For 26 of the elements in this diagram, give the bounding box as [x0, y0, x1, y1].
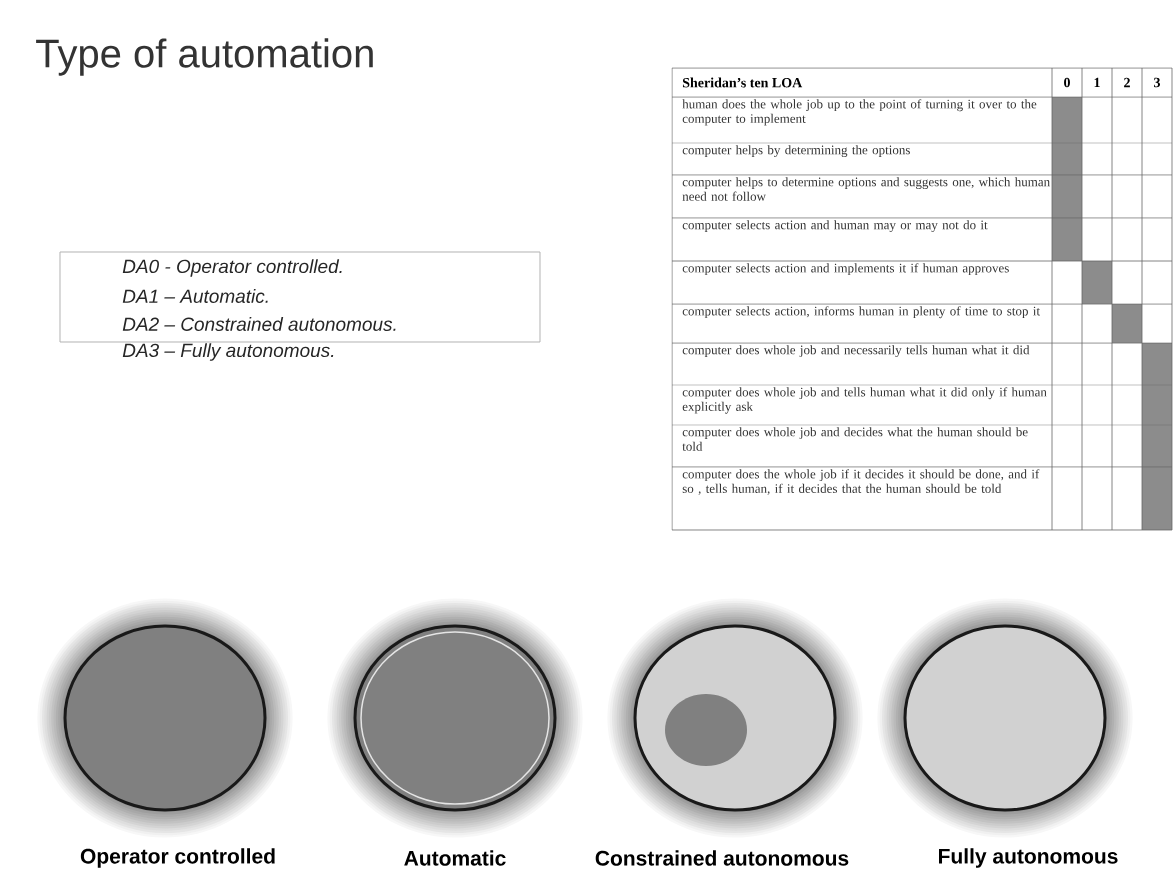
table-cell: computer does the whole job if it decides it should be done, and if so , tells human, if it decides that the human should be told	[682, 469, 1040, 495]
table-header: 3	[1154, 77, 1161, 88]
circle-caption: Fully autonomous	[939, 848, 1118, 868]
shaded-circle	[877, 598, 1133, 838]
shaded-circle	[37, 598, 293, 838]
table-cell: computer helps by determining the options	[682, 145, 910, 158]
table-cell: human does the whole job up to the point of turning it over to the computer to implement	[682, 99, 1037, 126]
table-header: 2	[1124, 77, 1130, 88]
node-label: DA3 – Fully autonomous.	[122, 343, 334, 361]
table-cell: computer does whole job and tells human what it did only if human explicitly ask	[682, 387, 1047, 414]
table-header: 0	[1064, 77, 1070, 88]
table-cell: computer selects action and human may or may not do it	[682, 220, 988, 233]
circle-caption: Automatic	[404, 850, 506, 866]
table-cell: computer selects action, informs human in plenty of time to stop it	[682, 306, 1040, 319]
table-header: Sheridan’s ten LOA	[682, 77, 803, 88]
text-box: DA0 - Operator controlled. DA1 – Automatic. DA2 – Constrained autonomous. DA3 – Fully autonomous.	[59, 251, 541, 361]
table-cell: computer does whole job and necessarily tells human what it did	[682, 345, 1030, 358]
shaded-circle	[327, 598, 583, 838]
circle-caption: Operator controlled	[80, 848, 275, 868]
shaded-circle	[607, 598, 863, 838]
table-cell: computer does whole job and decides what the human should be told	[682, 427, 1028, 451]
table-cell: computer selects action and implements it if human approves	[682, 263, 1009, 276]
circle-caption: Constrained autonomous	[595, 850, 849, 866]
table-header: 1	[1094, 77, 1100, 88]
table-cell: computer helps to determine options and suggests one, which human need not follow	[682, 177, 1050, 201]
title: Type of automation	[36, 38, 373, 76]
